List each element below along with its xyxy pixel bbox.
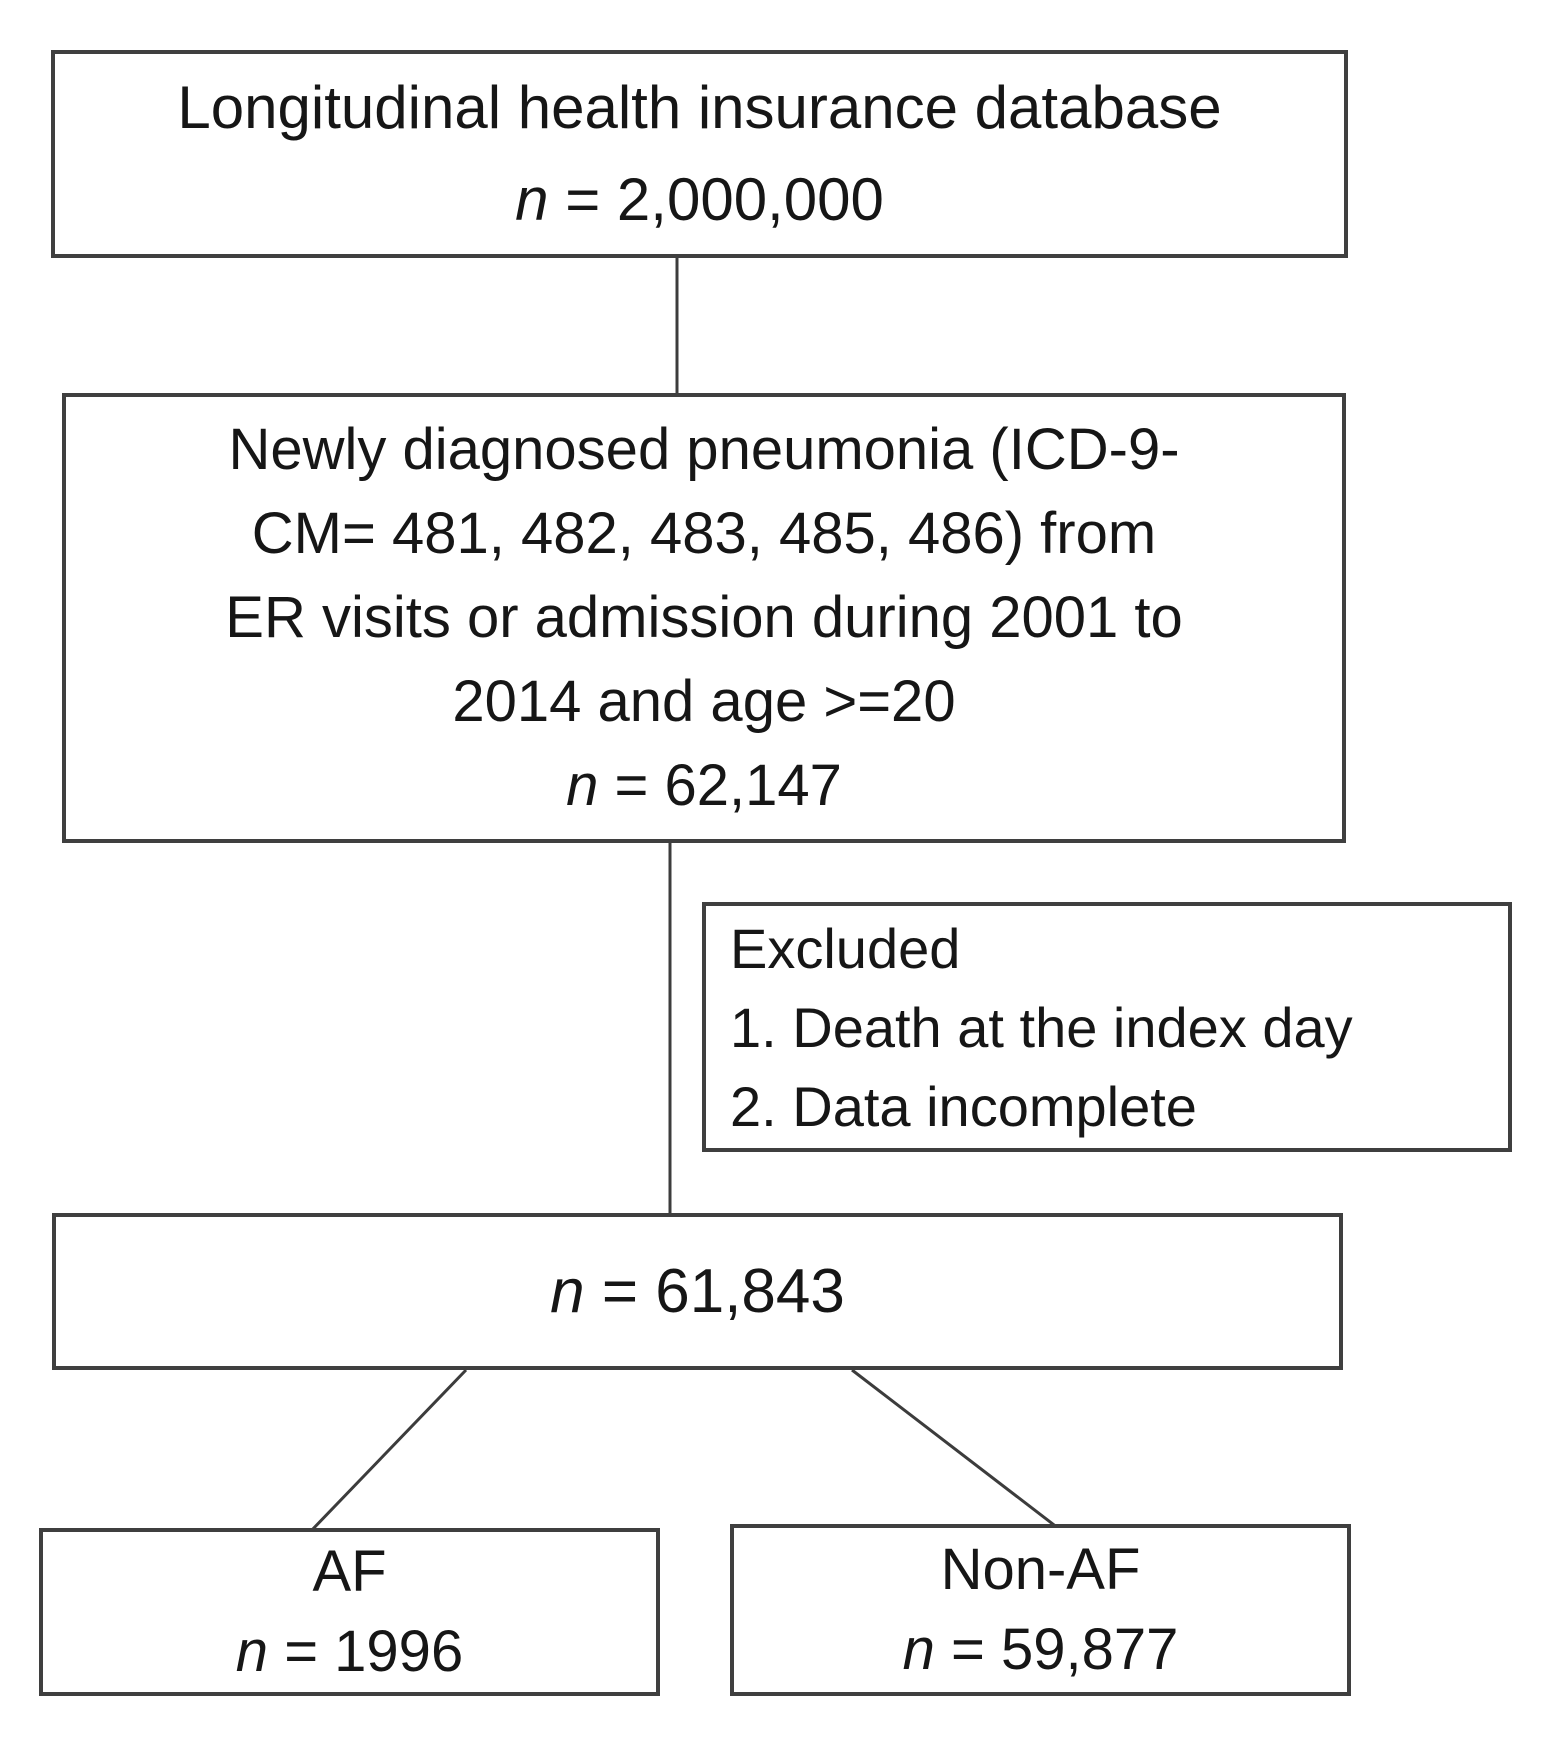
n-value: = 62,147 <box>614 753 842 818</box>
box-af-group: AF n = 1996 <box>39 1528 660 1696</box>
n-symbol: n <box>566 753 599 818</box>
excluded-item-2: 2. Data incomplete <box>730 1074 1197 1138</box>
n-symbol: n <box>902 1617 935 1682</box>
excluded-title: Excluded <box>730 916 961 980</box>
n-symbol: n <box>235 1619 269 1684</box>
n-value: = 61,843 <box>601 1256 845 1326</box>
database-n-count: n = 2,000,000 <box>515 154 884 246</box>
non-af-n-count: n = 59,877 <box>903 1610 1179 1690</box>
database-label: Longitudinal health insurance database <box>177 74 1222 141</box>
n-value: = 1996 <box>284 1619 464 1684</box>
non-af-label: Non-AF <box>940 1537 1141 1602</box>
connector-cohort-to-af <box>308 1368 468 1534</box>
n-symbol: n <box>550 1256 585 1326</box>
connector-cohort-to-nonaf <box>851 1368 1059 1530</box>
pneumonia-label-line-1: Newly diagnosed pneumonia (ICD-9- <box>228 417 1180 482</box>
box-non-af-group: Non-AF n = 59,877 <box>730 1524 1351 1696</box>
cohort-n-count: n = 61,843 <box>550 1257 845 1327</box>
pneumonia-label-line-2: CM= 481, 482, 483, 485, 486) from <box>251 501 1157 566</box>
pneumonia-label-line-3: ER visits or admission during 2001 to <box>225 585 1183 650</box>
pneumonia-label-line-4: 2014 and age >=20 <box>452 669 956 734</box>
box-longitudinal-database: Longitudinal health insurance database n… <box>51 50 1348 258</box>
n-value: = 2,000,000 <box>565 166 884 233</box>
n-value: = 59,877 <box>951 1617 1179 1682</box>
box-final-cohort: n = 61,843 <box>52 1213 1343 1370</box>
af-label: AF <box>312 1539 387 1604</box>
excluded-item-1: 1. Death at the index day <box>730 995 1353 1059</box>
box-newly-diagnosed-pneumonia: Newly diagnosed pneumonia (ICD-9- CM= 48… <box>62 393 1346 843</box>
af-n-count: n = 1996 <box>236 1612 463 1692</box>
n-symbol: n <box>515 166 549 233</box>
pneumonia-n-count: n = 62,147 <box>566 744 842 828</box>
box-excluded: Excluded 1. Death at the index day 2. Da… <box>702 902 1512 1152</box>
